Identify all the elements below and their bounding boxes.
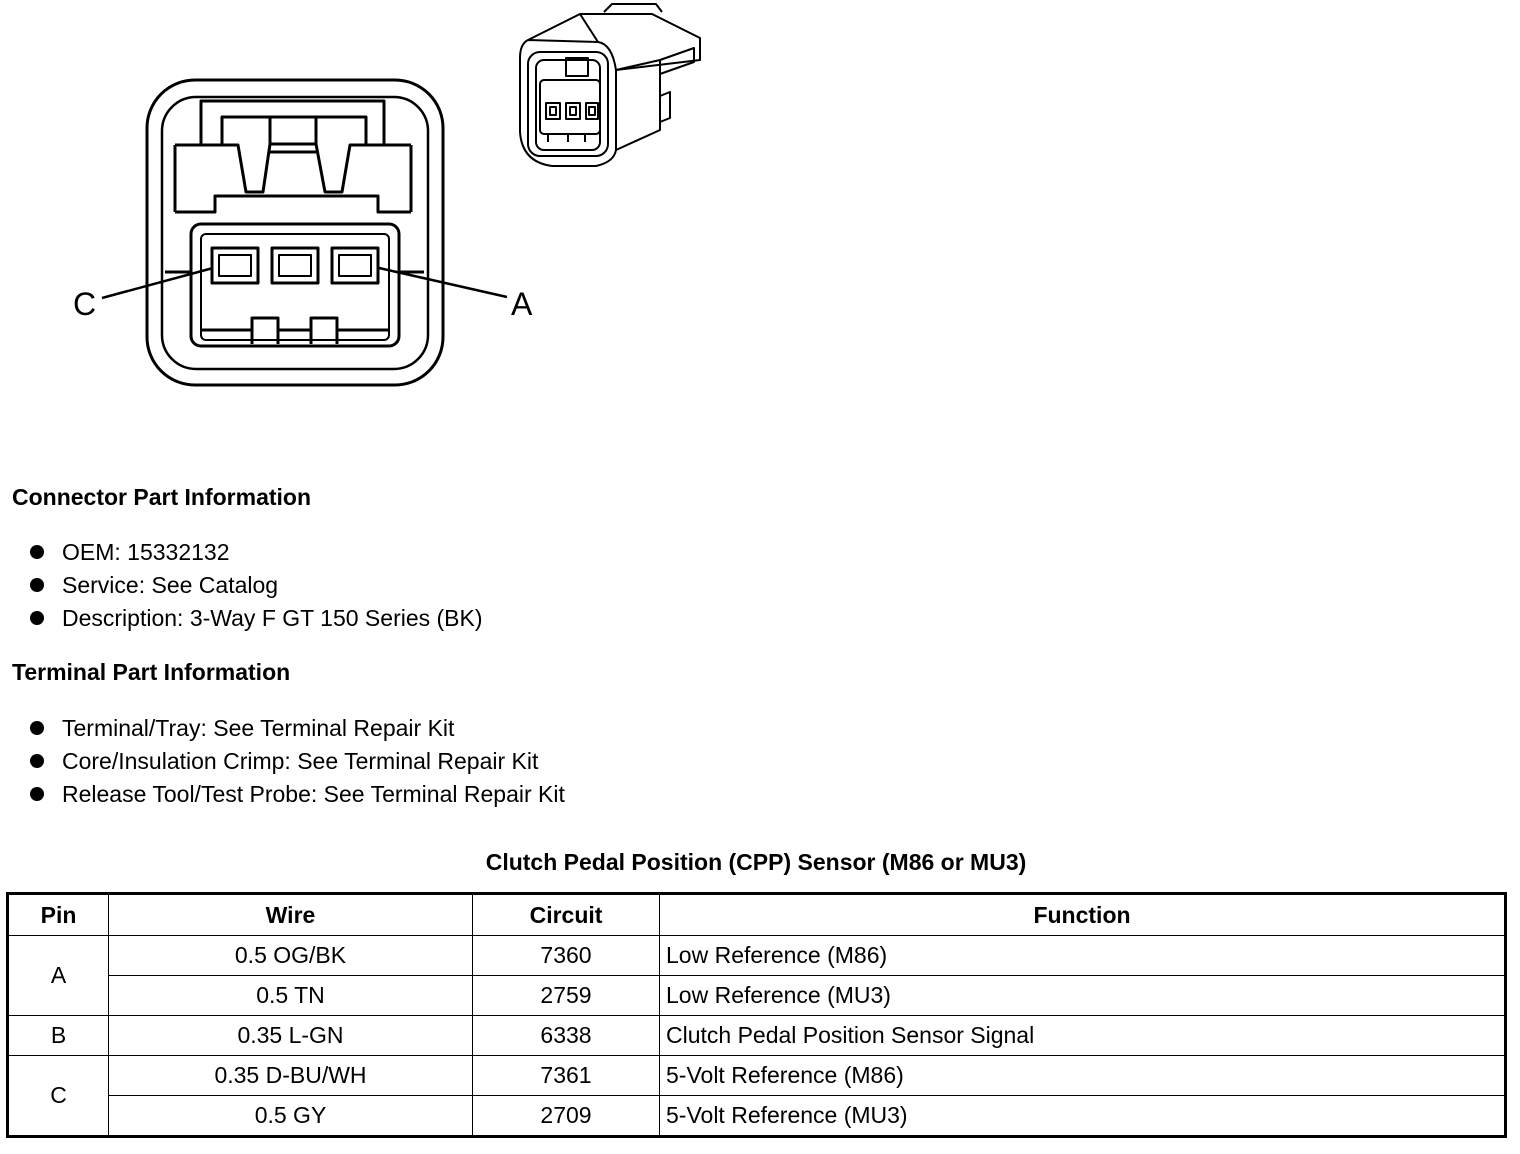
pin-cell: A [7, 935, 109, 1016]
pin-c-callout: C [73, 286, 97, 322]
table-row: B 0.35 L-GN 6338 Clutch Pedal Position S… [7, 1015, 1506, 1056]
bullet-icon [30, 754, 44, 768]
function-cell: 5-Volt Reference (M86) [659, 1055, 1506, 1096]
wire-cell: 0.35 D-BU/WH [108, 1055, 473, 1096]
list-item-text: Release Tool/Test Probe: See Terminal Re… [62, 781, 565, 807]
connector-diagram [101, 3, 701, 387]
function-cell: Low Reference (MU3) [659, 975, 1506, 1016]
list-item: OEM: 15332132 [30, 536, 483, 569]
wire-column-header: Wire [108, 893, 473, 936]
list-item: Description: 3-Way F GT 150 Series (BK) [30, 602, 483, 635]
connector-face-view [101, 78, 508, 387]
pin-column-header: Pin [7, 893, 109, 936]
function-cell: Low Reference (M86) [659, 935, 1506, 976]
list-item-text: Core/Insulation Crimp: See Terminal Repa… [62, 748, 539, 774]
list-item-text: Description: 3-Way F GT 150 Series (BK) [62, 605, 483, 631]
bullet-icon [30, 721, 44, 735]
bullet-icon [30, 578, 44, 592]
pinout-table: Pin Wire Circuit Function A 0.5 OG/BK 73… [6, 892, 1507, 1138]
pinout-table-title: Clutch Pedal Position (CPP) Sensor (M86 … [485, 849, 1027, 875]
function-cell: 5-Volt Reference (MU3) [659, 1095, 1506, 1137]
table-header-row: Pin Wire Circuit Function [7, 893, 1506, 936]
pin-cell: B [7, 1015, 109, 1056]
pin-cell: C [7, 1055, 109, 1137]
list-item: Release Tool/Test Probe: See Terminal Re… [30, 778, 565, 811]
circuit-cell: 2709 [472, 1095, 660, 1137]
connector-info-list: OEM: 15332132 Service: See Catalog Descr… [30, 536, 483, 635]
terminal-info-heading: Terminal Part Information [12, 659, 291, 685]
list-item: Core/Insulation Crimp: See Terminal Repa… [30, 745, 565, 778]
wire-cell: 0.5 OG/BK [108, 935, 473, 976]
list-item-text: Terminal/Tray: See Terminal Repair Kit [62, 715, 455, 741]
circuit-cell: 2759 [472, 975, 660, 1016]
wire-cell: 0.5 GY [108, 1095, 473, 1137]
list-item: Terminal/Tray: See Terminal Repair Kit [30, 712, 565, 745]
list-item: Service: See Catalog [30, 569, 483, 602]
table-row: A 0.5 OG/BK 7360 Low Reference (M86) [7, 935, 1506, 1016]
terminal-info-list: Terminal/Tray: See Terminal Repair Kit C… [30, 712, 565, 811]
pin-a-callout: A [511, 286, 533, 322]
wire-cell: 0.5 TN [108, 975, 473, 1016]
circuit-column-header: Circuit [472, 893, 660, 936]
function-cell: Clutch Pedal Position Sensor Signal [659, 1015, 1506, 1056]
bullet-icon [30, 545, 44, 559]
circuit-cell: 6338 [472, 1015, 660, 1056]
wire-cell: 0.35 L-GN [108, 1015, 473, 1056]
bullet-icon [30, 611, 44, 625]
table-row: C 0.35 D-BU/WH 7361 5-Volt Reference (M8… [7, 1055, 1506, 1137]
table-row: 0.5 TN 2759 Low Reference (MU3) [8, 975, 1506, 1016]
connector-3d-view [519, 3, 701, 167]
list-item-text: Service: See Catalog [62, 572, 279, 598]
table-row: 0.5 GY 2709 5-Volt Reference (MU3) [8, 1095, 1506, 1137]
circuit-cell: 7361 [472, 1055, 660, 1096]
function-column-header: Function [659, 893, 1506, 936]
circuit-cell: 7360 [472, 935, 660, 976]
connector-info-heading: Connector Part Information [12, 484, 312, 510]
list-item-text: OEM: 15332132 [62, 539, 230, 565]
bullet-icon [30, 787, 44, 801]
